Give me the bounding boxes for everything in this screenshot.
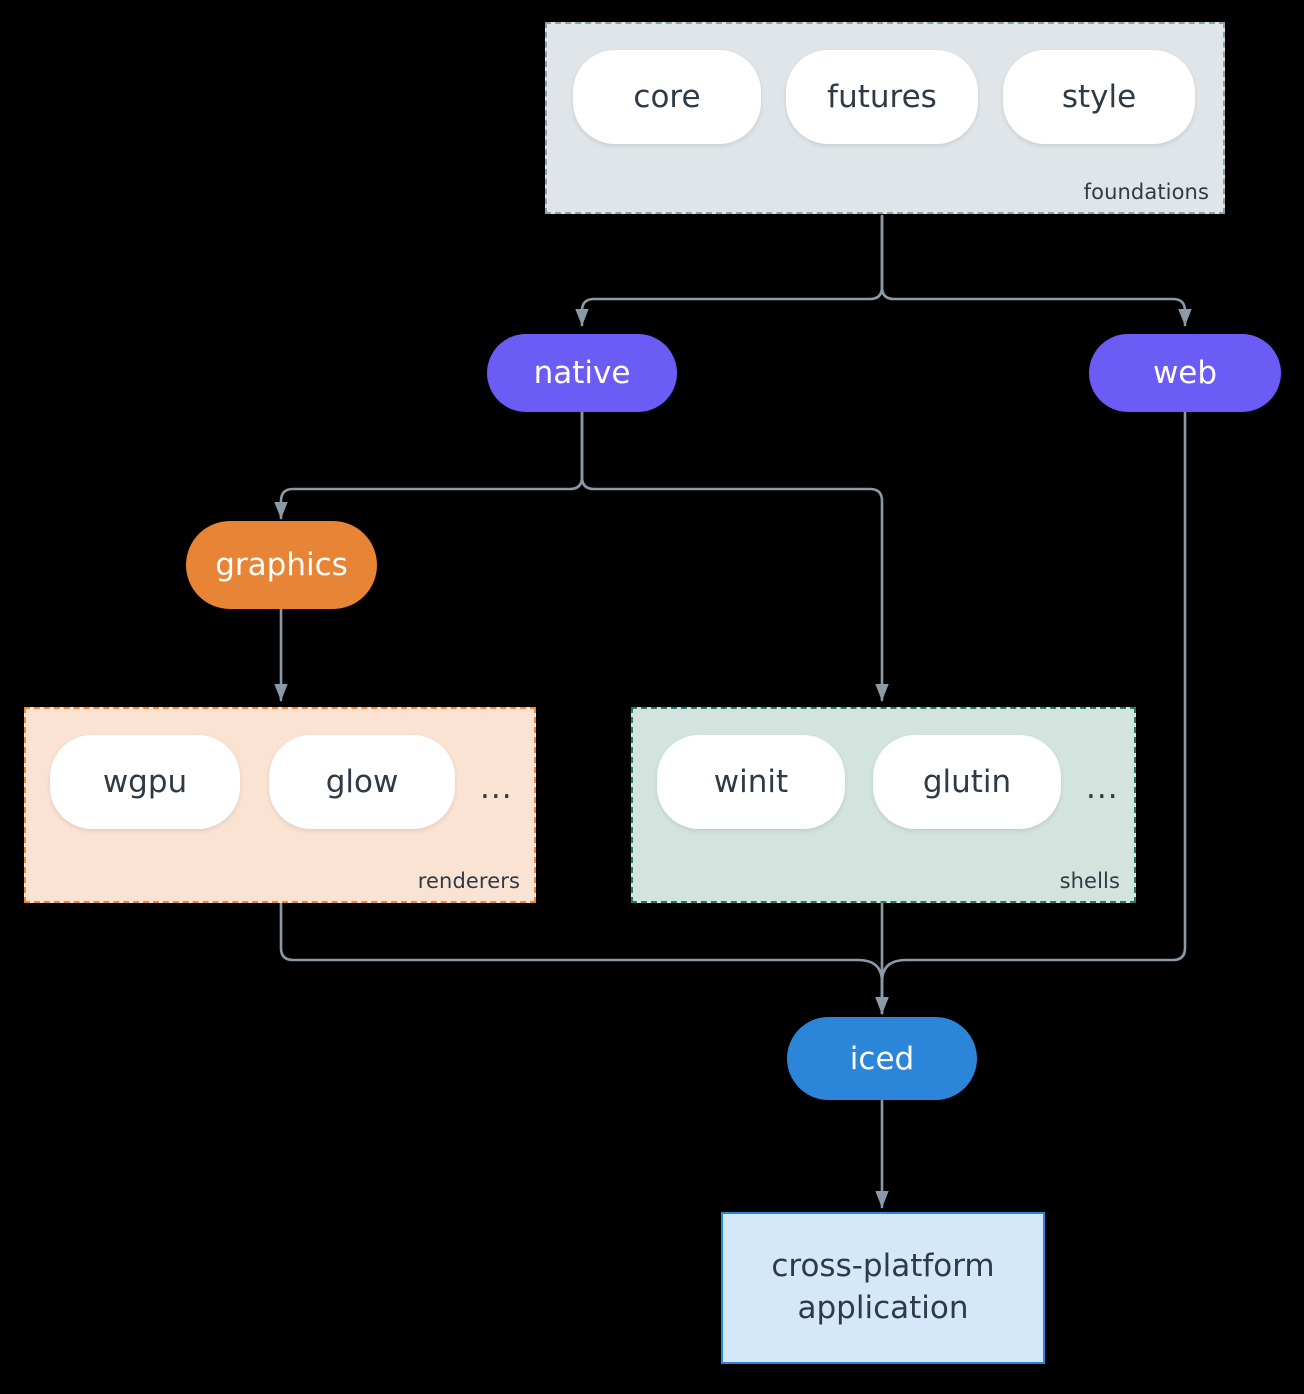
renderers-ellipsis: ... bbox=[480, 770, 513, 806]
node-native-label: native bbox=[533, 355, 631, 391]
leaf-wgpu-label: wgpu bbox=[102, 764, 188, 800]
edge-renderers-iced bbox=[279, 901, 889, 1015]
shells-ellipsis: ... bbox=[1086, 770, 1119, 806]
leaf-wgpu[interactable]: wgpu bbox=[50, 735, 240, 829]
node-native[interactable]: native bbox=[487, 334, 677, 412]
cluster-renderers-label: renderers bbox=[417, 869, 520, 893]
edge-foundations-web bbox=[880, 214, 1192, 327]
leaf-glutin-label: glutin bbox=[922, 764, 1012, 800]
leaf-glutin[interactable]: glutin bbox=[873, 735, 1061, 829]
node-application-line2: application bbox=[797, 1290, 969, 1326]
leaf-glow[interactable]: glow bbox=[269, 735, 455, 829]
node-application[interactable]: cross-platform application bbox=[721, 1212, 1045, 1364]
leaf-futures[interactable]: futures bbox=[786, 50, 978, 144]
leaf-core[interactable]: core bbox=[573, 50, 761, 144]
node-application-line1: cross-platform bbox=[771, 1248, 995, 1285]
leaf-futures-label: futures bbox=[827, 79, 937, 115]
leaf-style[interactable]: style bbox=[1003, 50, 1195, 144]
node-iced-label: iced bbox=[849, 1040, 915, 1077]
cluster-shells-label: shells bbox=[1059, 869, 1120, 893]
leaf-core-label: core bbox=[633, 79, 701, 115]
edge-native-graphics bbox=[274, 410, 584, 520]
node-web-label: web bbox=[1152, 355, 1218, 391]
node-iced[interactable]: iced bbox=[787, 1017, 977, 1100]
leaf-style-label: style bbox=[1061, 79, 1137, 115]
edge-native-shells bbox=[580, 410, 889, 702]
cluster-foundations-label: foundations bbox=[1083, 180, 1209, 204]
leaf-glow-label: glow bbox=[325, 764, 399, 800]
node-web[interactable]: web bbox=[1089, 334, 1281, 412]
node-graphics-label: graphics bbox=[215, 547, 348, 583]
leaf-winit-label: winit bbox=[713, 764, 789, 800]
edge-foundations-native bbox=[575, 214, 884, 327]
node-graphics[interactable]: graphics bbox=[186, 521, 377, 609]
leaf-winit[interactable]: winit bbox=[657, 735, 845, 829]
